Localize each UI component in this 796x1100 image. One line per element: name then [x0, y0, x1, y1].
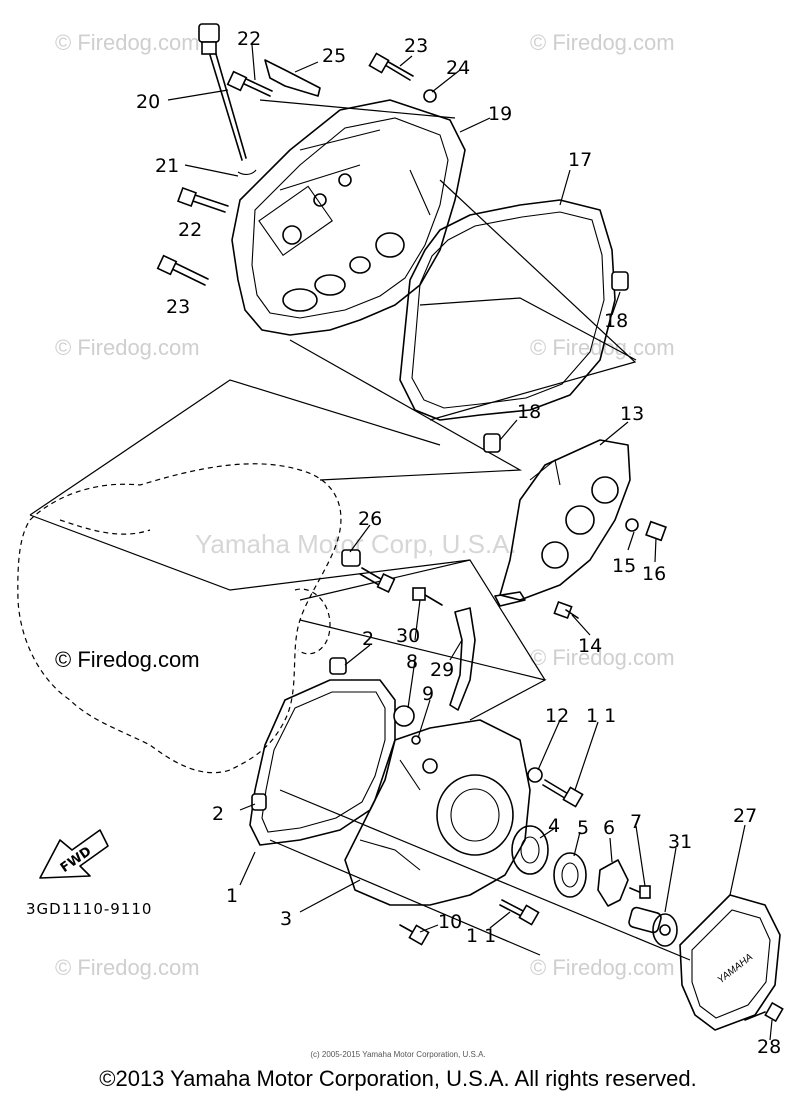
crankcase-cover-gasket	[399, 199, 616, 421]
callout-21: 21	[155, 155, 179, 177]
clutch-cover	[231, 99, 466, 336]
callout-12: 12	[545, 705, 569, 727]
fwd-label: FWD	[58, 844, 95, 876]
callout-8: 8	[406, 651, 418, 673]
generator-cover: YAMAHA	[679, 894, 781, 1031]
footer-copyright: ©2013 Yamaha Motor Corporation, U.S.A. A…	[99, 1066, 697, 1091]
dowel-pins	[483, 271, 629, 453]
callout-15: 15	[612, 555, 636, 577]
catalog-code: 3GD1110-9110	[26, 900, 153, 918]
callout-9: 9	[422, 683, 434, 705]
callout-1: 1	[226, 885, 238, 907]
watermark-firedog: © Firedog.com	[55, 335, 200, 360]
callout-3: 3	[280, 908, 292, 930]
callout-22: 22	[178, 219, 202, 241]
callout-13: 13	[620, 403, 644, 425]
callout-6: 6	[603, 817, 615, 839]
callout-23: 23	[166, 296, 190, 318]
cover-bolts	[553, 518, 667, 620]
callout-20: 20	[136, 91, 160, 113]
callout-22: 22	[237, 28, 261, 50]
crankcase-outline	[17, 463, 342, 774]
bracket	[412, 587, 476, 711]
callout-18: 18	[517, 401, 541, 423]
leader-lines	[167, 44, 773, 1041]
callout-14: 14	[578, 635, 602, 657]
callout-16: 16	[642, 563, 666, 585]
callout-28: 28	[757, 1036, 781, 1058]
callout-2: 2	[362, 628, 374, 650]
callout-23: 23	[404, 35, 428, 57]
watermark-firedog: © Firedog.com	[55, 30, 200, 55]
callout-24: 24	[446, 57, 470, 79]
upper-bolts	[156, 52, 437, 286]
oil-dipstick	[198, 23, 247, 161]
callout-18: 18	[604, 310, 628, 332]
callout-26: 26	[358, 508, 382, 530]
collar-and-bolt	[341, 549, 396, 593]
cover-gasket	[249, 679, 396, 846]
cover-yamaha-logo: YAMAHA	[716, 952, 756, 987]
watermark-firedog: © Firedog.com	[530, 335, 675, 360]
callout-29: 29	[430, 659, 454, 681]
callout-5: 5	[577, 817, 589, 839]
callout-labels: 20 21 22 25 23 24 19 22 23 17 18 18 13 2…	[136, 28, 781, 1058]
callout-4: 4	[548, 815, 560, 837]
outer-cover	[494, 439, 631, 607]
forward-direction-arrow: FWD	[39, 829, 109, 879]
watermark-firedog: © Firedog.com	[530, 955, 675, 980]
cover-bolt-washer	[399, 767, 584, 946]
callout-11: 1 1	[586, 705, 616, 727]
callout-27: 27	[733, 805, 757, 827]
callout-25: 25	[322, 45, 346, 67]
watermark-firedog: © Firedog.com	[530, 30, 675, 55]
callout-2: 2	[212, 803, 224, 825]
crankcase-cover	[344, 719, 531, 906]
watermark-firedog: © Firedog.com	[55, 955, 200, 980]
oil-seals	[511, 825, 587, 898]
dowel-pins-lower	[251, 657, 347, 811]
watermark-firedog: © Firedog.com	[530, 645, 675, 670]
callout-17: 17	[568, 149, 592, 171]
watermark-firedog-dark: © Firedog.com	[55, 647, 200, 672]
callout-19: 19	[488, 103, 512, 125]
reference-lines	[29, 99, 691, 961]
callout-10: 10	[438, 911, 462, 933]
filler-plug	[393, 705, 421, 745]
callout-30: 30	[396, 625, 420, 647]
callout-31: 31	[668, 831, 692, 853]
cover-screw	[744, 1001, 784, 1023]
callout-11: 1 1	[466, 925, 496, 947]
shaft-assembly	[628, 906, 678, 947]
callout-7: 7	[630, 811, 642, 833]
small-copyright: (c) 2005-2015 Yamaha Motor Corporation, …	[310, 1050, 486, 1059]
